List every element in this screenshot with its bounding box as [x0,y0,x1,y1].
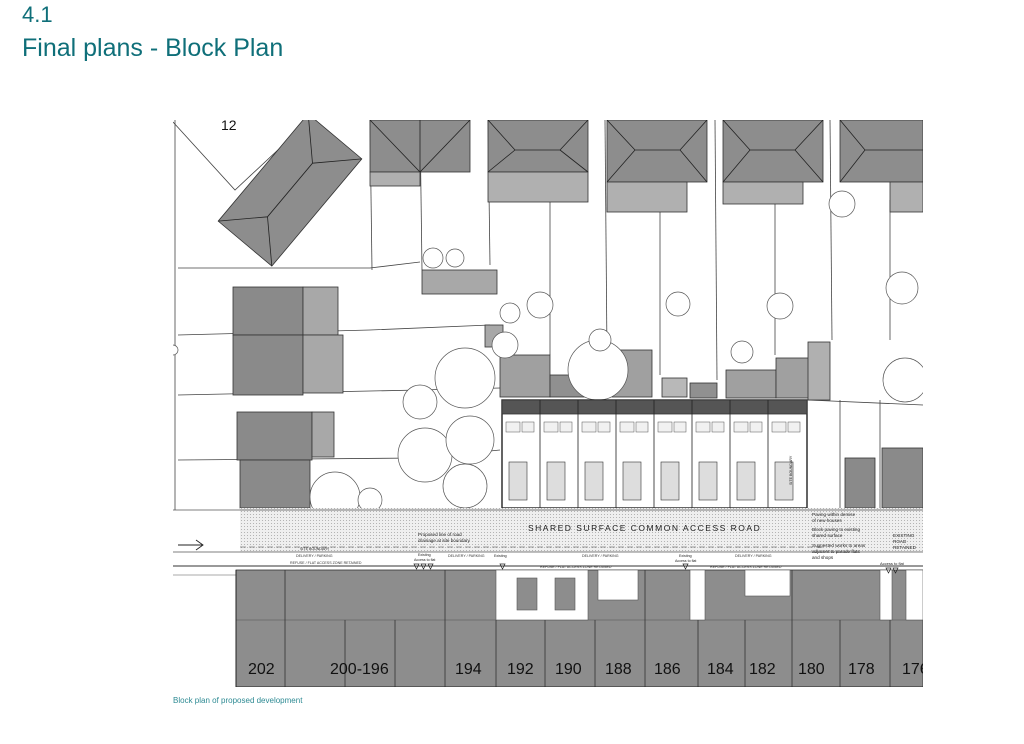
annotation-proposed-drainage-1: Proposed line of road [418,532,462,537]
house-number-190: 190 [555,661,582,678]
house-number-176: 176 [902,661,929,678]
house-number-200-196: 200-196 [330,661,389,678]
annotation-existing-access-1: Existing [418,553,431,557]
house-number-180: 180 [798,661,825,678]
annotation-existing-road-1: EXISTING [893,533,915,538]
zone-delivery-parking-1: DELIVERY / PARKING [296,554,333,558]
annotation-site-boundary-2: SITE BOUNDARY [789,455,793,485]
house-number-184: 184 [707,661,734,678]
annotation-suggested-2: adjacent to parade flats [812,549,860,554]
annotation-suggested-1: Suggested works to areas [812,543,866,548]
house-number-182: 182 [749,661,776,678]
zone-delivery-parking-2: DELIVERY / PARKING [448,554,485,558]
house-number-178: 178 [848,661,875,678]
road-label: SHARED SURFACE COMMON ACCESS ROAD [528,523,761,533]
zone-refuse-3: REFUSE / FLAT ACCESS ZONE RETAINED [710,565,782,569]
house-number-202: 202 [248,661,275,678]
annotation-access-flats-b-2: Access to flat [675,559,696,563]
annotation-block-paving-2: shared surface [812,533,843,538]
top-plot-number: 12 [221,117,237,133]
zone-delivery-parking-3: DELIVERY / PARKING [582,554,619,558]
annotation-proposed-drainage-2: drainage at site boundary [418,538,471,543]
annotation-existing-access-2: Access to flat [414,558,435,562]
annotation-block-paving-1: Block paving to existing [812,527,860,532]
page-title: Final plans - Block Plan [22,34,284,62]
annotation-suggested-3: and shops [812,555,834,560]
house-number-192: 192 [507,661,534,678]
annotation-access-flats-b-1: Existing [679,554,692,558]
house-number-186: 186 [654,661,681,678]
house-number-194: 194 [455,661,482,678]
annotation-site-boundary: SITE BOUNDARY [300,547,330,551]
zone-delivery-parking-4: DELIVERY / PARKING [735,554,772,558]
house-number-188: 188 [605,661,632,678]
annotation-access-to-flat: Access to flat [880,561,905,566]
annotation-existing-road-3: RETAINED [893,545,917,550]
figure-caption: Block plan of proposed development [173,696,303,705]
annotation-existing-road-2: ROAD [893,539,907,544]
zone-refuse-2: REFUSE / FLAT ACCESS ZONE RETAINED [540,565,612,569]
section-number: 4.1 [22,2,53,27]
annotation-paving-2: of new houses [812,518,842,523]
annotation-existing-access-b: Existing [494,554,507,558]
zone-refuse-1: REFUSE / FLAT ACCESS ZONE RETAINED [290,561,362,565]
annotation-paving-1: Paving within demise [812,512,856,517]
